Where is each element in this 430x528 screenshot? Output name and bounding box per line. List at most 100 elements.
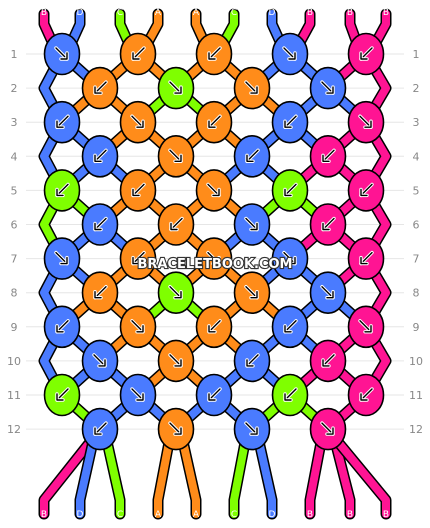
- string-letter-top: C: [231, 8, 237, 18]
- arrow-head-icon: [132, 52, 140, 60]
- arrow-head-icon: [250, 291, 258, 299]
- row-label-right: 9: [413, 321, 420, 334]
- string-end-bottom: [306, 433, 326, 518]
- row-label-right: 3: [413, 116, 420, 129]
- knot: [347, 237, 385, 280]
- knot: [233, 271, 271, 315]
- row-label-left: 10: [7, 355, 21, 368]
- knot: [347, 100, 385, 144]
- knot: [347, 373, 385, 417]
- row-label-left: 9: [11, 321, 18, 334]
- arrow-icon: [132, 47, 145, 60]
- arrow-icon: [322, 354, 335, 367]
- knot: [233, 407, 271, 451]
- arrow-icon: [208, 47, 221, 60]
- knot: [43, 169, 81, 212]
- knot: [119, 237, 157, 280]
- arrow-icon: [169, 149, 182, 163]
- arrow-head-icon: [246, 359, 254, 367]
- string-letter-bottom: B: [41, 510, 47, 520]
- arrow-icon: [321, 286, 334, 299]
- knot: [347, 32, 385, 76]
- arrow-head-icon: [326, 291, 334, 299]
- arrow-icon: [207, 251, 220, 265]
- arrow-icon: [360, 251, 373, 265]
- arrow-icon: [169, 286, 182, 299]
- arrow-icon: [360, 47, 373, 60]
- arrow-icon: [359, 320, 372, 333]
- arrow-icon: [283, 47, 296, 60]
- string-letter-bottom: B: [307, 510, 313, 520]
- row-label-left: 4: [11, 150, 18, 163]
- row-label-right: 5: [413, 184, 420, 197]
- string-end-bottom: [154, 433, 174, 518]
- row-label-left: 3: [11, 116, 18, 129]
- row-label-left: 7: [11, 253, 18, 266]
- arrow-head-icon: [288, 256, 296, 265]
- arrow-icon: [94, 217, 107, 231]
- row-label-left: 12: [7, 423, 21, 436]
- string-letter-bottom: A: [155, 510, 162, 520]
- string-end-bottom: [40, 433, 98, 518]
- row-label-right: 11: [409, 389, 423, 402]
- knot: [119, 100, 157, 144]
- string-end-bottom: [230, 433, 250, 518]
- arrow-icon: [169, 81, 182, 94]
- arrow-icon: [131, 115, 144, 128]
- knot: [347, 305, 385, 349]
- row-label-right: 4: [413, 150, 420, 163]
- string-letter-top: B: [347, 8, 353, 18]
- string-letter-top: B: [383, 8, 389, 18]
- knot: [233, 66, 271, 110]
- arrow-head-icon: [208, 120, 216, 128]
- arrow-icon: [169, 354, 182, 367]
- row-label-right: 2: [413, 82, 420, 95]
- arrow-icon: [360, 388, 373, 401]
- arrow-icon: [169, 422, 182, 435]
- string-letter-top: D: [269, 8, 276, 18]
- arrow-icon: [131, 320, 144, 333]
- arrow-icon: [56, 183, 69, 197]
- arrow-icon: [56, 388, 69, 401]
- arrow-head-icon: [94, 154, 102, 163]
- arrow-head-icon: [56, 325, 64, 333]
- string-letter-bottom: B: [383, 510, 389, 520]
- knot: [157, 339, 195, 383]
- string-letter-top: C: [117, 8, 123, 18]
- row-label-right: 8: [413, 287, 420, 300]
- arrow-icon: [132, 251, 145, 265]
- arrow-icon: [360, 183, 373, 197]
- arrow-head-icon: [136, 120, 144, 128]
- arrow-head-icon: [322, 222, 330, 231]
- arrow-head-icon: [60, 256, 68, 265]
- arrow-head-icon: [208, 393, 216, 401]
- row-label-right: 12: [409, 423, 423, 436]
- arrow-head-icon: [360, 52, 368, 60]
- arrow-head-icon: [212, 256, 220, 265]
- string-letter-bottom: D: [77, 510, 84, 520]
- knot-grid: [43, 32, 385, 451]
- arrow-icon: [170, 217, 183, 231]
- knot: [195, 305, 233, 349]
- arrow-head-icon: [132, 256, 140, 265]
- knot: [309, 271, 347, 315]
- knot: [195, 373, 233, 417]
- knot: [119, 169, 157, 212]
- knot: [271, 32, 309, 76]
- arrow-icon: [94, 422, 107, 435]
- arrow-head-icon: [322, 359, 330, 367]
- arrow-head-icon: [170, 222, 178, 231]
- knot: [43, 32, 81, 76]
- row-label-right: 10: [409, 355, 423, 368]
- knot: [271, 237, 309, 280]
- arrow-icon: [284, 183, 297, 197]
- knot: [81, 339, 119, 383]
- arrow-icon: [94, 81, 107, 94]
- knot: [43, 237, 81, 280]
- knot: [195, 32, 233, 76]
- arrow-head-icon: [174, 359, 182, 367]
- arrow-icon: [284, 388, 297, 401]
- knot: [157, 203, 195, 246]
- knot: [309, 203, 347, 246]
